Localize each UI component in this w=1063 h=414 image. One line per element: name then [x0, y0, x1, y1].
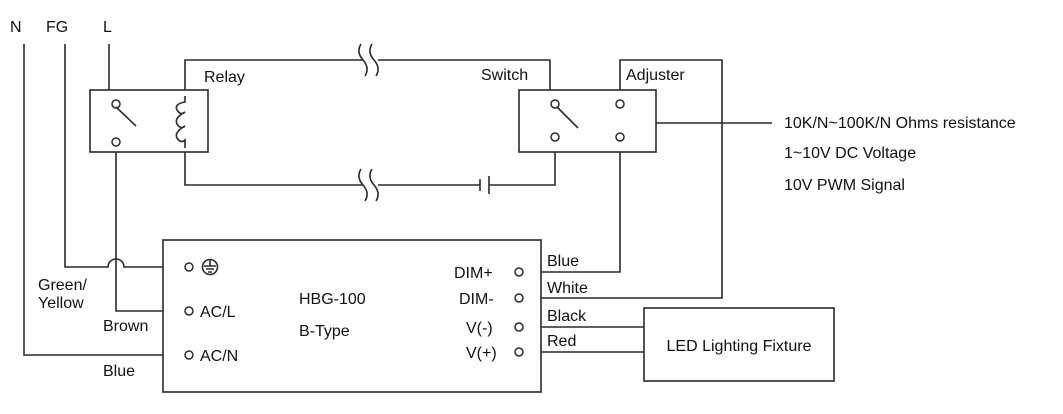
neutral-wire: [23, 44, 186, 356]
dim-plus-label: DIM+: [454, 265, 493, 282]
wire-label-blue-input: Blue: [103, 363, 135, 380]
adjuster-label: Adjuster: [626, 67, 685, 84]
earth-terminal: [184, 262, 194, 272]
switch-adjuster-box: [518, 89, 657, 153]
wire-label-white: White: [547, 280, 588, 297]
relay-control-wire-bottom: [184, 148, 363, 186]
led-fixture-label: LED Lighting Fixture: [667, 338, 812, 355]
terminal-label-fg: FG: [46, 19, 68, 36]
break-mark-top: [358, 43, 368, 77]
wire-label-black: Black: [547, 308, 587, 325]
v-minus-terminal: [514, 322, 524, 332]
driver-model: HBG-100: [299, 291, 366, 308]
relay-contact: [115, 106, 137, 127]
wire-label-brown: Brown: [103, 318, 148, 335]
dim-source-pwm: 10V PWM Signal: [784, 177, 905, 194]
ac-n-terminal: [184, 350, 194, 360]
adjuster-wire-white: [523, 59, 723, 299]
dim-source-resistance: 10K/N~100K/N Ohms resistance: [784, 115, 1016, 132]
dim-plus-terminal: [514, 267, 524, 277]
terminal-label-l: L: [103, 19, 112, 36]
driver-box: [162, 239, 542, 393]
wire-label-green-yellow-1: Green/: [38, 277, 87, 294]
earth-icon: [201, 258, 219, 276]
ac-l-label: AC/L: [200, 304, 236, 321]
v-minus-label: V(-): [466, 320, 493, 337]
v-plus-terminal: [514, 347, 524, 357]
ac-n-label: AC/N: [200, 348, 238, 365]
dim-minus-label: DIM-: [459, 291, 494, 308]
relay-label: Relay: [204, 69, 245, 86]
wire-label-blue-dim: Blue: [547, 253, 579, 270]
break-mark-bottom: [358, 168, 368, 202]
dim-source-voltage: 1~10V DC Voltage: [784, 145, 916, 162]
driver-type: B-Type: [299, 323, 350, 340]
v-plus-label: V(+): [466, 345, 497, 362]
terminal-label-n: N: [10, 19, 22, 36]
earth-wire: [64, 44, 186, 268]
relay-control-wire-top: [184, 59, 363, 92]
wire-label-red: Red: [547, 333, 576, 350]
relay-box: [89, 89, 209, 153]
dim-minus-terminal: [514, 293, 524, 303]
relay-coil-icon: [175, 96, 186, 148]
adjuster-wire-blue: [523, 141, 621, 273]
switch-label: Switch: [481, 67, 528, 84]
led-fixture-box: [643, 307, 835, 382]
wire-label-green-yellow-2: Yellow: [38, 295, 84, 312]
switch-contact: [556, 106, 579, 129]
ac-l-terminal: [184, 306, 194, 316]
